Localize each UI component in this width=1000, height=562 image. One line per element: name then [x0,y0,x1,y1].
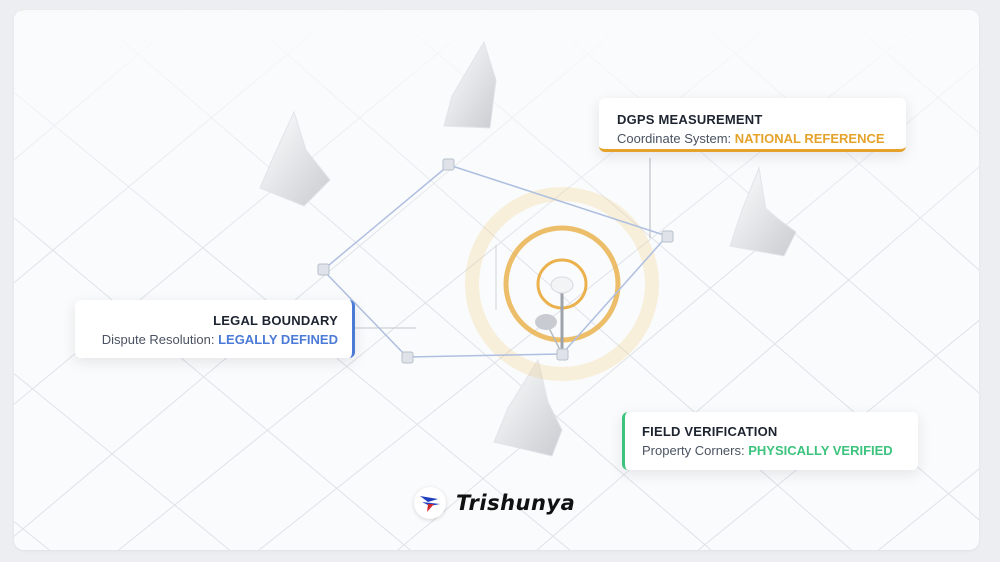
field-card-title: FIELD VERIFICATION [642,424,778,439]
dgps-card-title: DGPS MEASUREMENT [617,112,763,127]
field-card-detail: Property Corners: PHYSICALLY VERIFIED [642,443,918,458]
dgps-card-value: NATIONAL REFERENCE [734,131,885,146]
legal-card-title: LEGAL BOUNDARY [213,313,338,328]
legal-boundary-card: LEGAL BOUNDARY Dispute Resolution: LEGAL… [75,300,355,358]
dgps-measurement-card: DGPS MEASUREMENT Coordinate System: NATI… [599,98,906,152]
survey-marker-prisms [259,40,797,457]
legal-card-value: LEGALLY DEFINED [218,332,338,347]
trishunya-logo-icon [414,487,446,519]
field-card-label: Property Corners: [642,443,745,458]
property-boundary [321,164,669,358]
field-verification-card: FIELD VERIFICATION Property Corners: PHY… [622,412,918,470]
brand-logo: Trishunya [414,487,575,519]
dgps-card-label: Coordinate System: [617,131,732,146]
gps-antenna [550,276,574,294]
legal-card-detail: Dispute Resolution: LEGALLY DEFINED [75,332,338,347]
brand-name: Trishunya [456,491,576,515]
dgps-card-detail: Coordinate System: NATIONAL REFERENCE [617,131,906,146]
corner-monuments [317,158,674,364]
dgps-signal-rings [465,187,659,381]
legal-card-label: Dispute Resolution: [101,332,215,347]
field-card-value: PHYSICALLY VERIFIED [748,443,893,458]
presentation-frame: DGPS MEASUREMENT Coordinate System: NATI… [14,10,979,550]
